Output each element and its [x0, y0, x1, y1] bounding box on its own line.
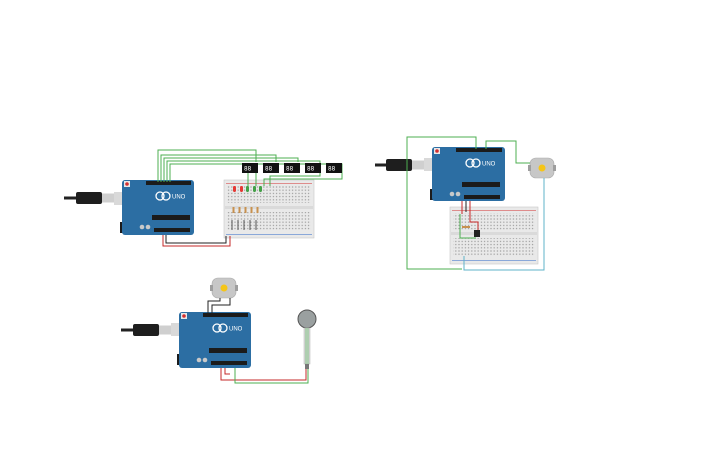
usb-cable-b[interactable] — [375, 159, 426, 171]
board-label-b: UNO — [482, 162, 496, 168]
board-label-c: UNO — [229, 327, 243, 333]
display-5[interactable]: 88 — [326, 163, 342, 173]
svg-text:88: 88 — [307, 166, 315, 173]
wires-b[interactable] — [406, 136, 545, 271]
resistor-row-a[interactable] — [231, 207, 259, 230]
display-2[interactable]: 88 — [263, 163, 279, 173]
circuit-c[interactable]: UNO — [121, 277, 317, 384]
display-1[interactable]: 88 — [242, 163, 258, 173]
usb-cable-a[interactable] — [64, 192, 116, 204]
circuit-b[interactable]: UNO — [375, 136, 556, 271]
circuit-a[interactable]: UNO — [64, 149, 343, 247]
force-sensor-c[interactable] — [297, 309, 317, 369]
svg-text:88: 88 — [244, 166, 252, 173]
display-4[interactable]: 88 — [305, 163, 321, 173]
arduino-uno-c[interactable]: UNO — [171, 312, 251, 368]
dc-motor-c[interactable] — [210, 277, 238, 299]
wires-c[interactable] — [207, 298, 309, 384]
display-3[interactable]: 88 — [284, 163, 300, 173]
svg-text:88: 88 — [286, 166, 294, 173]
svg-text:88: 88 — [328, 166, 336, 173]
dc-motor-b[interactable] — [528, 157, 556, 179]
board-label-a: UNO — [172, 195, 186, 201]
breadboard-a[interactable] — [223, 179, 315, 239]
arduino-uno-a[interactable]: UNO — [114, 180, 194, 235]
breadboard-b[interactable] — [449, 206, 539, 265]
arduino-uno-b[interactable]: UNO — [424, 147, 505, 201]
display-row-a[interactable]: 88 88 88 88 88 — [242, 163, 342, 173]
transistor-b[interactable] — [462, 226, 480, 237]
led-row-a[interactable] — [233, 186, 262, 192]
usb-cable-c[interactable] — [121, 324, 173, 336]
svg-text:88: 88 — [265, 166, 273, 173]
